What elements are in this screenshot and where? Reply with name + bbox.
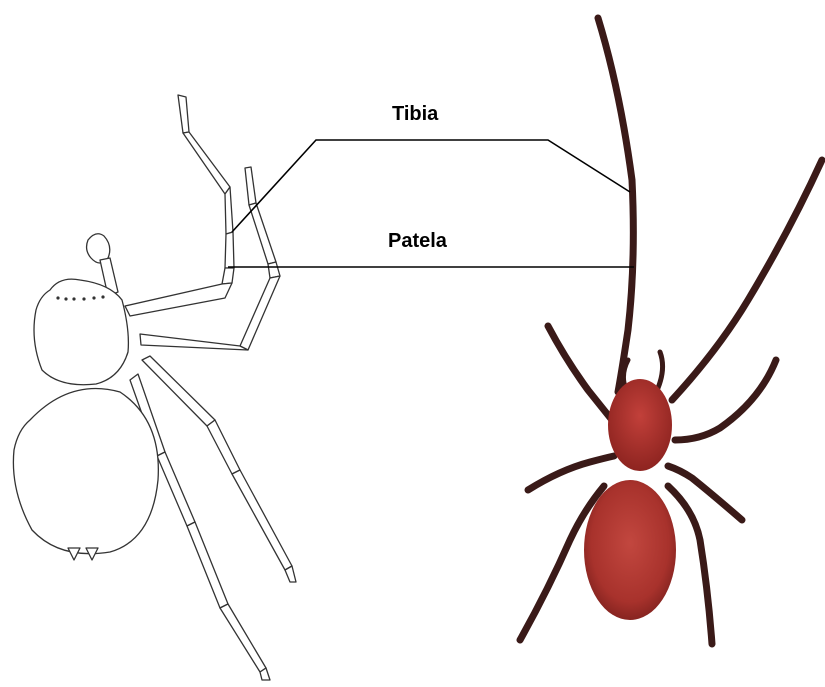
- tibia-label: Tibia: [392, 103, 438, 126]
- line-drawing-spider: [13, 95, 296, 680]
- patela-label: Patela: [388, 230, 447, 253]
- photo-spider: [520, 18, 822, 644]
- tibia-callout-line: [232, 140, 630, 232]
